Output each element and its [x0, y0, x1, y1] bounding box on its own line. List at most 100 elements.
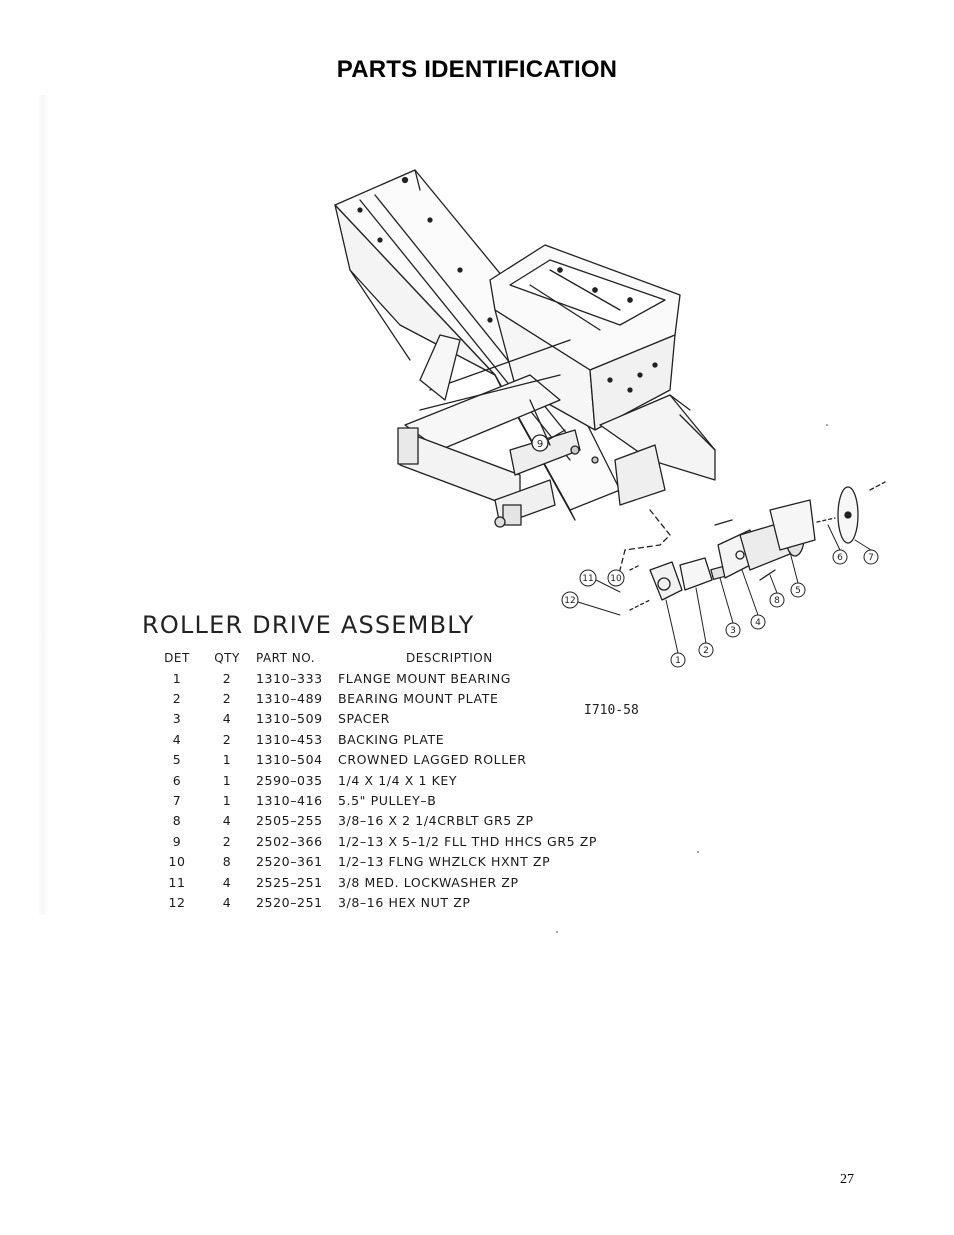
drive-components: [629, 481, 886, 611]
side-rails: [599, 394, 716, 506]
svg-text:2: 2: [703, 646, 709, 656]
cell-qty: 1: [222, 793, 232, 809]
scan-speck: [826, 424, 828, 426]
cell-qty: 4: [222, 874, 232, 890]
svg-text:6: 6: [837, 553, 843, 563]
cell-det: 1: [172, 670, 182, 686]
cell-det: 3: [172, 711, 182, 727]
header-description: DESCRIPTION: [406, 651, 493, 665]
cell-det: 12: [168, 894, 186, 910]
hopper-box: [489, 244, 681, 431]
bolt-hole: [401, 176, 409, 184]
callout-9: 9: [531, 429, 566, 452]
svg-text:12: 12: [564, 596, 575, 606]
cell-part-no: 1310–416: [256, 793, 323, 809]
cell-det: 2: [172, 691, 182, 707]
mount-plate: [679, 557, 713, 591]
svg-text:11: 11: [582, 574, 593, 584]
svg-text:5: 5: [795, 586, 801, 596]
cell-qty: 1: [222, 772, 232, 788]
cell-det: 10: [168, 854, 186, 870]
table-row: 2 2 1310–489 BEARING MOUNT PLATE: [150, 688, 597, 708]
table-row: 1 2 1310–333 FLANGE MOUNT BEARING: [150, 668, 597, 688]
cell-qty: 8: [222, 854, 232, 870]
cell-part-no: 2525–251: [256, 874, 323, 890]
cell-description: 1/4 X 1/4 X 1 KEY: [338, 772, 458, 788]
svg-text:7: 7: [868, 553, 874, 563]
page-number: 27: [840, 1172, 854, 1187]
cell-part-no: 1310–333: [256, 670, 323, 686]
cell-det: 8: [172, 813, 182, 829]
cell-description: BEARING MOUNT PLATE: [338, 691, 499, 707]
svg-text:8: 8: [774, 596, 780, 606]
cell-part-no: 1310–504: [256, 752, 323, 768]
drawing-number: I710-58: [584, 703, 639, 718]
assembly-title: ROLLER DRIVE ASSEMBLY: [142, 611, 475, 639]
svg-text:10: 10: [610, 574, 622, 584]
assembly-drawing: 9 11 10 12 1 2 3 4: [334, 169, 886, 668]
svg-text:3: 3: [730, 626, 736, 636]
bolt-hole: [357, 207, 363, 213]
cell-qty: 2: [222, 670, 232, 686]
cell-qty: 4: [222, 813, 232, 829]
cell-qty: 4: [222, 711, 232, 727]
cell-description: CROWNED LAGGED ROLLER: [338, 752, 527, 768]
flange-bearing: [649, 561, 683, 601]
cell-description: 3/8–16 X 2 1/4CRBLT GR5 ZP: [338, 813, 534, 829]
table-row: 3 4 1310–509 SPACER: [150, 709, 597, 729]
page-title: PARTS IDENTIFICATION: [336, 56, 618, 83]
cell-description: 1/2–13 FLNG WHZLCK HXNT ZP: [338, 854, 551, 870]
cell-part-no: 1310–489: [256, 691, 323, 707]
cell-description: SPACER: [338, 711, 390, 727]
cell-det: 9: [172, 833, 182, 849]
table-row: 6 1 2590–035 1/4 X 1/4 X 1 KEY: [150, 770, 597, 790]
table-row: 9 2 2502–366 1/2–13 X 5–1/2 FLL THD HHCS GR…: [150, 831, 597, 851]
bearing-plate-right: [769, 499, 816, 551]
svg-text:9: 9: [537, 439, 543, 450]
cell-qty: 2: [222, 691, 232, 707]
cell-qty: 2: [222, 731, 232, 747]
bolt-hole: [487, 317, 493, 323]
cell-qty: 4: [222, 894, 232, 910]
cell-description: 1/2–13 X 5–1/2 FLL THD HHCS GR5 ZP: [338, 833, 598, 849]
parts-table-header: DET QTY PART NO. DESCRIPTION: [150, 648, 597, 668]
cell-det: 6: [172, 772, 182, 788]
cell-part-no: 2505–255: [256, 813, 323, 829]
cell-det: 11: [168, 874, 186, 890]
cell-description: 3/8–16 HEX NUT ZP: [338, 894, 471, 910]
header-qty: QTY: [214, 651, 240, 665]
cell-part-no: 1310–509: [256, 711, 323, 727]
cell-description: BACKING PLATE: [338, 731, 445, 747]
table-row: 10 8 2520–361 1/2–13 FLNG WHZLCK HXNT ZP: [150, 852, 597, 872]
table-row: 12 4 2520–251 3/8–16 HEX NUT ZP: [150, 892, 597, 912]
cell-description: 5.5" PULLEY–B: [338, 793, 437, 809]
lower-frame: [397, 334, 599, 528]
table-row: 8 4 2505–255 3/8–16 X 2 1/4CRBLT GR5 ZP: [150, 811, 597, 831]
cell-qty: 1: [222, 752, 232, 768]
table-row: 5 1 1310–504 CROWNED LAGGED ROLLER: [150, 750, 597, 770]
cell-qty: 2: [222, 833, 232, 849]
cell-det: 7: [172, 793, 182, 809]
cell-description: FLANGE MOUNT BEARING: [338, 670, 512, 686]
bolt-hole: [427, 217, 433, 223]
cell-det: 5: [172, 752, 182, 768]
header-part-no: PART NO.: [256, 651, 316, 665]
cell-part-no: 2520–251: [256, 894, 323, 910]
header-det: DET: [164, 651, 190, 665]
table-row: 4 2 1310–453 BACKING PLATE: [150, 729, 597, 749]
cell-det: 4: [172, 731, 182, 747]
svg-text:4: 4: [755, 618, 761, 628]
cell-description: 3/8 MED. LOCKWASHER ZP: [338, 874, 519, 890]
callout-labels: 11 10 12 1 2 3 4 5 8 6 7: [561, 524, 879, 668]
cell-part-no: 2502–366: [256, 833, 323, 849]
bolt-hole: [377, 237, 383, 243]
cell-part-no: 2590–035: [256, 772, 323, 788]
svg-text:1: 1: [675, 656, 681, 666]
cell-part-no: 1310–453: [256, 731, 323, 747]
scan-edge-shadow: [38, 95, 48, 915]
scan-speck: [556, 931, 558, 933]
cell-part-no: 2520–361: [256, 854, 323, 870]
scan-speck: [697, 851, 699, 853]
